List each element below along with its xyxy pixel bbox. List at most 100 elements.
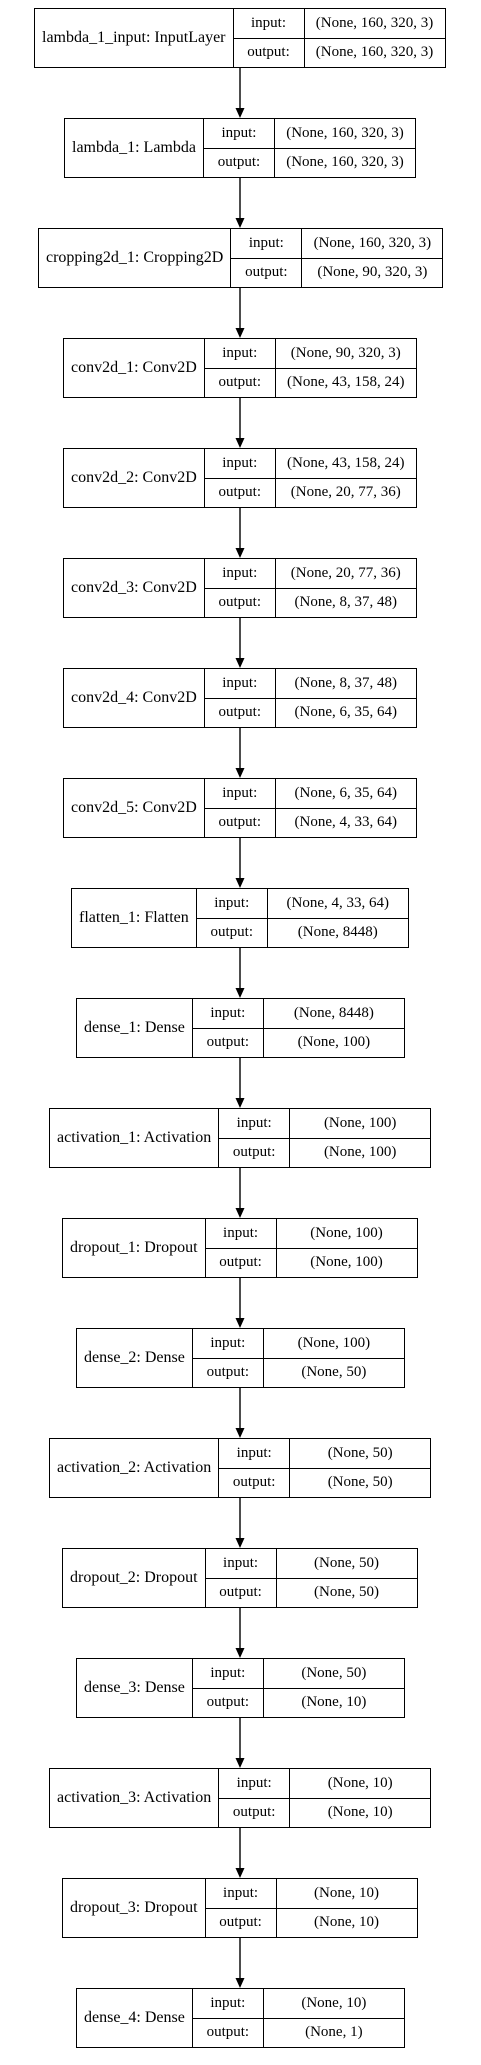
input-shape: (None, 160, 320, 3) [286,124,404,141]
arrowhead-icon-2 [235,328,245,338]
output-shape: (None, 100) [323,1144,397,1161]
output-shape: (None, 10) [301,1694,367,1711]
layer-node-8: flatten_1: Flatten input: (None, 4, 33, … [71,888,409,948]
output-row: output: (None, 10) [192,1687,404,1717]
input-row: input: (None, 100) [193,1329,404,1358]
arrowhead-icon-0 [235,108,245,118]
layer-ports: input: (None, 100) output: (None, 100) [205,1219,417,1277]
layer-title: dense_4: Dense [77,1989,193,2047]
output-row: output: (None, 1) [192,2017,404,2047]
arrowhead-icon-7 [235,878,245,888]
output-shape: (None, 4, 33, 64) [294,814,398,831]
output-row: output: (None, 8, 37, 48) [204,587,416,617]
input-shape: (None, 10) [301,1994,367,2011]
layer-node-15: dense_3: Dense input: (None, 50) output:… [76,1658,405,1718]
output-label: output: [219,1468,291,1497]
output-shape: (None, 8, 37, 48) [294,594,398,611]
output-shape: (None, 43, 158, 24) [287,374,405,391]
input-label: input: [205,779,276,808]
layer-ports: input: (None, 8, 37, 48) output: (None, … [204,669,416,727]
output-label: output: [205,808,276,837]
output-row: output: (None, 50) [205,1577,417,1607]
input-shape: (None, 4, 33, 64) [286,894,389,911]
output-row: output: (None, 20, 77, 36) [204,477,416,507]
input-label: input: [206,1879,277,1908]
output-label: output: [205,478,276,507]
layer-title: conv2d_5: Conv2D [64,779,205,837]
layer-title: conv2d_4: Conv2D [64,669,205,727]
output-row: output: (None, 100) [205,1247,417,1277]
output-shape: (None, 160, 320, 3) [315,44,434,61]
layer-title: dense_3: Dense [77,1659,193,1717]
input-label: input: [193,1329,264,1358]
arrowhead-icon-8 [235,988,245,998]
layer-node-1: lambda_1: Lambda input: (None, 160, 320,… [64,118,416,178]
output-label: output: [205,368,276,397]
output-label: output: [219,1138,291,1167]
output-label: output: [197,918,268,947]
input-row: input: (None, 160, 320, 3) [231,229,442,258]
input-row: input: (None, 10) [219,1769,430,1798]
layer-node-2: cropping2d_1: Cropping2D input: (None, 1… [38,228,444,288]
layer-title: conv2d_3: Conv2D [64,559,205,617]
output-row: output: (None, 10) [205,1907,417,1937]
layer-node-3: conv2d_1: Conv2D input: (None, 90, 320, … [63,338,417,398]
output-label: output: [205,698,276,727]
layer-node-18: dense_4: Dense input: (None, 10) output:… [76,1988,405,2048]
output-shape: (None, 100) [297,1034,371,1051]
input-row: input: (None, 50) [219,1439,430,1468]
layer-title: dropout_3: Dropout [63,1879,206,1937]
output-label: output: [206,1248,277,1277]
input-shape: (None, 50) [301,1664,367,1681]
arrowhead-icon-11 [235,1318,245,1328]
output-row: output: (None, 160, 320, 3) [203,147,415,177]
layer-ports: input: (None, 50) output: (None, 50) [219,1439,431,1497]
output-label: output: [193,1688,264,1717]
output-label: output: [193,1358,264,1387]
input-row: input: (None, 50) [206,1549,417,1578]
input-label: input: [193,1989,264,2018]
layer-ports: input: (None, 20, 77, 36) output: (None,… [204,559,416,617]
layer-node-7: conv2d_5: Conv2D input: (None, 6, 35, 64… [63,778,417,838]
input-shape: (None, 20, 77, 36) [290,564,401,581]
output-label: output: [193,1028,264,1057]
layer-title: activation_1: Activation [50,1109,220,1167]
output-label: output: [193,2018,264,2047]
layer-ports: input: (None, 6, 35, 64) output: (None, … [204,779,416,837]
input-shape: (None, 43, 158, 24) [287,454,405,471]
layer-title: dense_2: Dense [77,1329,193,1387]
layer-ports: input: (None, 100) output: (None, 50) [192,1329,404,1387]
input-label: input: [206,1549,277,1578]
input-row: input: (None, 8448) [193,999,404,1028]
input-shape: (None, 100) [323,1114,397,1131]
input-label: input: [205,339,276,368]
input-label: input: [219,1439,291,1468]
layer-title: cropping2d_1: Cropping2D [39,229,232,287]
output-label: output: [219,1798,291,1827]
layer-ports: input: (None, 160, 320, 3) output: (None… [233,9,445,67]
arrowhead-icon-6 [235,768,245,778]
layer-ports: input: (None, 8448) output: (None, 100) [192,999,404,1057]
input-label: input: [205,559,276,588]
output-row: output: (None, 160, 320, 3) [233,37,445,67]
layer-title: conv2d_1: Conv2D [64,339,205,397]
arrowhead-icon-12 [235,1428,245,1438]
output-shape: (None, 50) [301,1364,367,1381]
layer-title: lambda_1_input: InputLayer [35,9,234,67]
layer-ports: input: (None, 50) output: (None, 10) [192,1659,404,1717]
layer-node-6: conv2d_4: Conv2D input: (None, 8, 37, 48… [63,668,417,728]
output-shape: (None, 20, 77, 36) [290,484,401,501]
input-shape: (None, 10) [327,1774,393,1791]
input-label: input: [204,119,275,148]
layer-node-17: dropout_3: Dropout input: (None, 10) out… [62,1878,418,1938]
layer-ports: input: (None, 10) output: (None, 1) [192,1989,404,2047]
output-row: output: (None, 4, 33, 64) [204,807,416,837]
layer-title: conv2d_2: Conv2D [64,449,205,507]
layer-ports: input: (None, 160, 320, 3) output: (None… [203,119,415,177]
layer-node-13: activation_2: Activation input: (None, 5… [49,1438,432,1498]
input-row: input: (None, 4, 33, 64) [197,889,408,918]
output-shape: (None, 1) [305,2024,363,2041]
arrowhead-icon-9 [235,1098,245,1108]
input-row: input: (None, 160, 320, 3) [234,9,445,38]
